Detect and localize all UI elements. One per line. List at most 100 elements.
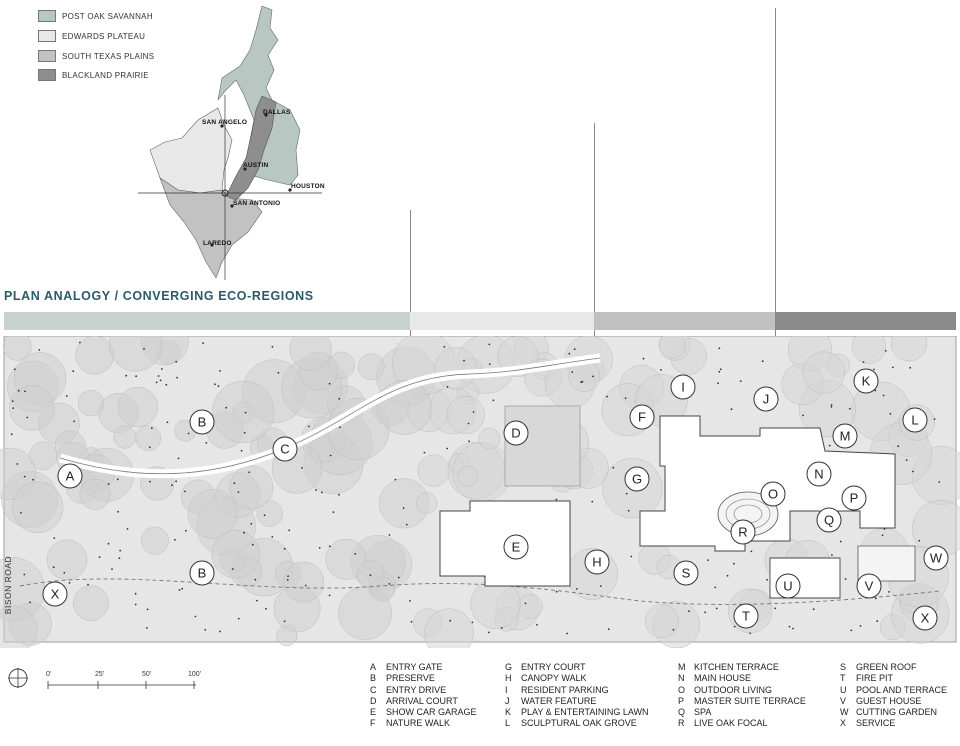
tree-dot (388, 583, 391, 585)
page-title: PLAN ANALOGY / CONVERGING ECO-REGIONS (4, 289, 314, 303)
tree-canopy (276, 625, 298, 647)
tree-dot (178, 589, 181, 591)
key-label: ENTRY COURT (521, 662, 586, 672)
key-letter: M (678, 662, 686, 672)
tree-canopy (370, 576, 395, 602)
tree-dot (118, 557, 121, 560)
tree-dot (909, 366, 912, 369)
tree-dot (830, 405, 833, 408)
tree-dot (883, 528, 886, 530)
tree-dot (536, 624, 538, 626)
tree-dot (143, 347, 145, 350)
tree-dot (739, 380, 742, 382)
tree-dot (524, 602, 527, 605)
key-letter: X (840, 718, 847, 729)
key-label: ARRIVAL COURT (386, 695, 458, 706)
tree-dot (719, 368, 722, 371)
scale-label: 50' (142, 671, 152, 678)
key-letter: B (370, 673, 377, 684)
key-label: SHOW CAR GARAGE (386, 707, 477, 718)
band-edwards (410, 312, 594, 330)
tree-dot (29, 601, 31, 604)
key-letter: I (505, 684, 508, 695)
tree-dot (134, 603, 137, 606)
tree-dot (244, 411, 247, 414)
north-arrow-icon (8, 668, 28, 688)
marker-circle (753, 386, 779, 412)
tree-dot (410, 620, 413, 623)
marker-letter: B (198, 566, 207, 581)
tree-dot (107, 483, 110, 485)
tree-dot (237, 491, 240, 493)
tree-dot (897, 445, 900, 448)
tree-dot (718, 370, 721, 373)
marker-circle (57, 463, 83, 489)
tree-dot (555, 590, 558, 593)
tree-dot (688, 610, 690, 613)
marker-letter: C (280, 442, 289, 457)
key-label: KITCHEN TERRACE (694, 662, 779, 672)
eco-region-bands (4, 312, 956, 330)
tree-dot (881, 534, 884, 537)
tree-dot (205, 442, 208, 444)
tree-canopy (11, 481, 64, 534)
tree-dot (850, 629, 853, 632)
marker-circle (272, 436, 298, 462)
key-label: ENTRY GATE (386, 662, 443, 672)
tree-dot (171, 484, 173, 487)
marker-circle (775, 573, 801, 599)
key-letter: J (505, 695, 510, 706)
tree-dot (149, 480, 151, 483)
tree-dot (443, 345, 446, 348)
key-label: RESIDENT PARKING (521, 684, 609, 695)
tree-dot (159, 379, 162, 382)
marker-letter: I (681, 380, 685, 395)
marker-letter: M (840, 429, 851, 444)
tree-dot (876, 620, 879, 623)
marker-circle (923, 545, 949, 571)
tree-dot (219, 370, 222, 372)
key-letter: U (840, 684, 847, 695)
tree-dot (283, 547, 286, 550)
tree-dot (704, 611, 706, 614)
key-letter: R (678, 718, 685, 729)
tree-canopy (415, 492, 438, 514)
tree-dot (98, 556, 101, 559)
tree-dot (388, 534, 391, 536)
tree-dot (315, 489, 317, 491)
marker-letter: R (738, 525, 747, 540)
marker-letter: W (930, 551, 943, 566)
tree-dot (592, 375, 594, 378)
tree-dot (231, 568, 234, 570)
city-dot (230, 204, 234, 208)
legend-label: POST OAK SAVANNAH (62, 11, 153, 21)
marker-letter: U (783, 579, 792, 594)
tree-dot (750, 550, 753, 553)
tree-dot (468, 440, 470, 443)
tree-dot (788, 625, 791, 628)
scale-label: 100' (188, 671, 202, 678)
tree-dot (233, 482, 236, 485)
key-letter: H (505, 673, 512, 684)
tree-dot (714, 586, 717, 589)
tree-dot (463, 359, 465, 362)
tree-dot (240, 449, 243, 452)
tree-dot (749, 632, 752, 635)
key-letter: L (505, 718, 511, 729)
city-label-san-antonio: SAN ANTONIO (233, 200, 281, 207)
legend-label: SOUTH TEXAS PLAINS (62, 51, 155, 61)
tree-dot (328, 545, 331, 548)
tree-dot (938, 481, 941, 483)
tree-dot (204, 628, 207, 631)
scale-bar (47, 681, 196, 689)
tree-dots-group (10, 341, 941, 635)
key-label: GREEN ROOF (856, 662, 917, 672)
tree-dot (555, 498, 558, 501)
tree-dot (12, 407, 15, 409)
tree-dot (301, 467, 303, 469)
